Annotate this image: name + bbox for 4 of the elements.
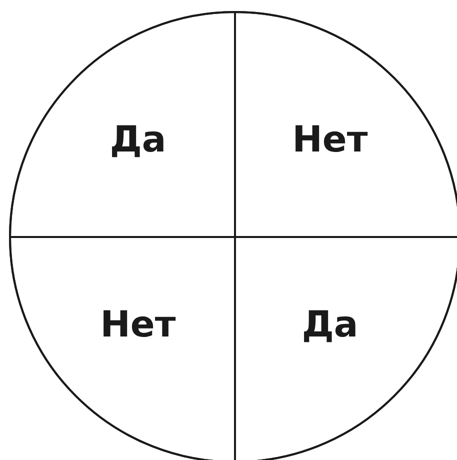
quadrant-label: Да [302, 304, 358, 346]
quadrant-label: Нет [292, 120, 368, 160]
quadrant-label: Нет [100, 304, 176, 346]
quadrant-label: Да [110, 120, 166, 160]
